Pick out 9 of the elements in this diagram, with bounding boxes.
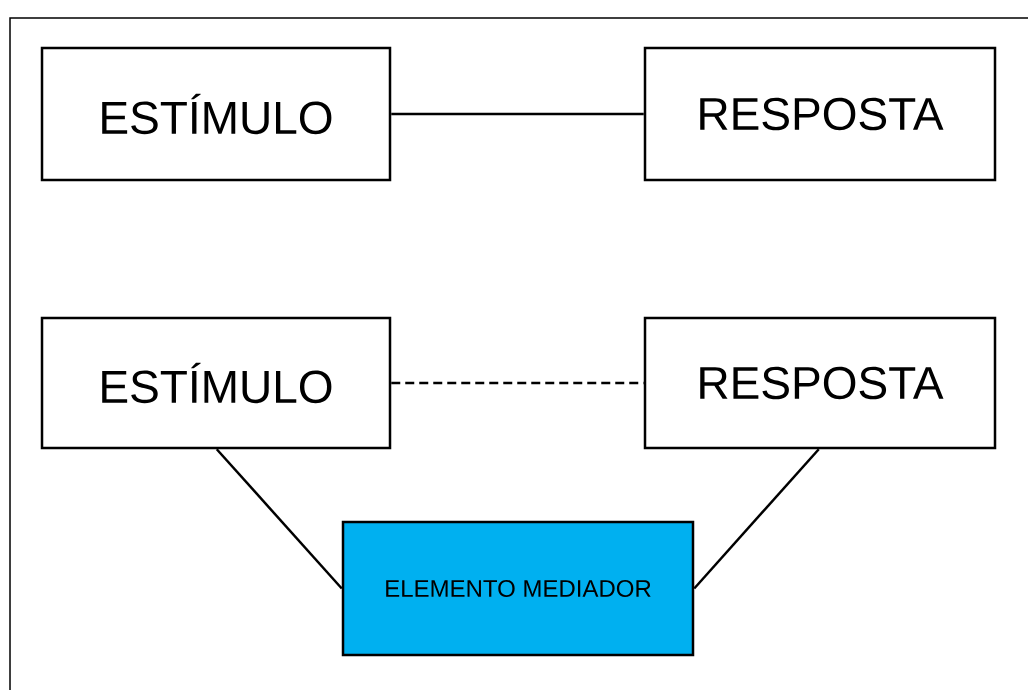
connector-line (215, 448, 343, 590)
connector-line (391, 381, 644, 385)
response-box: RESPOSTA (643, 46, 997, 182)
mediator-box: ELEMENTO MEDIADOR (341, 520, 695, 657)
response-box: RESPOSTA (643, 316, 997, 450)
stimulus-box: ESTÍMULO (40, 46, 392, 182)
connector-line (391, 112, 644, 116)
stimulus-box: ESTÍMULO (40, 316, 392, 450)
connector-line (693, 448, 820, 590)
